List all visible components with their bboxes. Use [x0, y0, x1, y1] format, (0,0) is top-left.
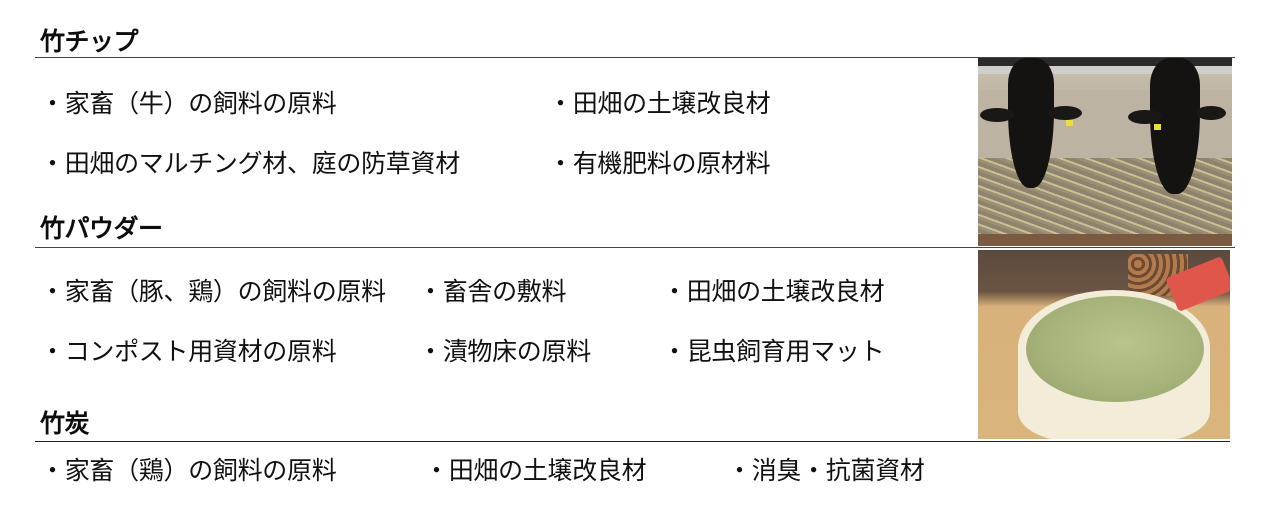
list-item: ・家畜（豚、鶏）の飼料の原料 — [40, 277, 386, 306]
list-item: ・田畑のマルチング材、庭の防草資材 — [40, 149, 460, 178]
section-divider — [35, 57, 1235, 58]
list-item: ・消臭・抗菌資材 — [727, 456, 925, 485]
list-item: ・畜舎の敷料 — [418, 277, 567, 306]
list-item: ・家畜（牛）の飼料の原料 — [40, 89, 337, 118]
list-item: ・田畑の土壌改良材 — [424, 456, 647, 485]
section-heading-bamboo-charcoal: 竹炭 — [40, 409, 90, 438]
section-heading-bamboo-powder: 竹パウダー — [40, 214, 163, 243]
list-item: ・漬物床の原料 — [418, 337, 591, 366]
section-heading-bamboo-chip: 竹チップ — [40, 27, 139, 56]
bamboo-powder-photo — [978, 250, 1230, 439]
section-divider — [35, 441, 1230, 442]
list-item: ・コンポスト用資材の原料 — [40, 337, 337, 366]
list-item: ・田畑の土壌改良材 — [548, 89, 771, 118]
list-item: ・家畜（鶏）の飼料の原料 — [40, 456, 337, 485]
cattle-photo — [978, 58, 1232, 246]
section-divider — [35, 247, 1235, 248]
list-item: ・田畑の土壌改良材 — [662, 277, 885, 306]
list-item: ・有機肥料の原材料 — [548, 149, 771, 178]
list-item: ・昆虫飼育用マット — [662, 337, 885, 366]
